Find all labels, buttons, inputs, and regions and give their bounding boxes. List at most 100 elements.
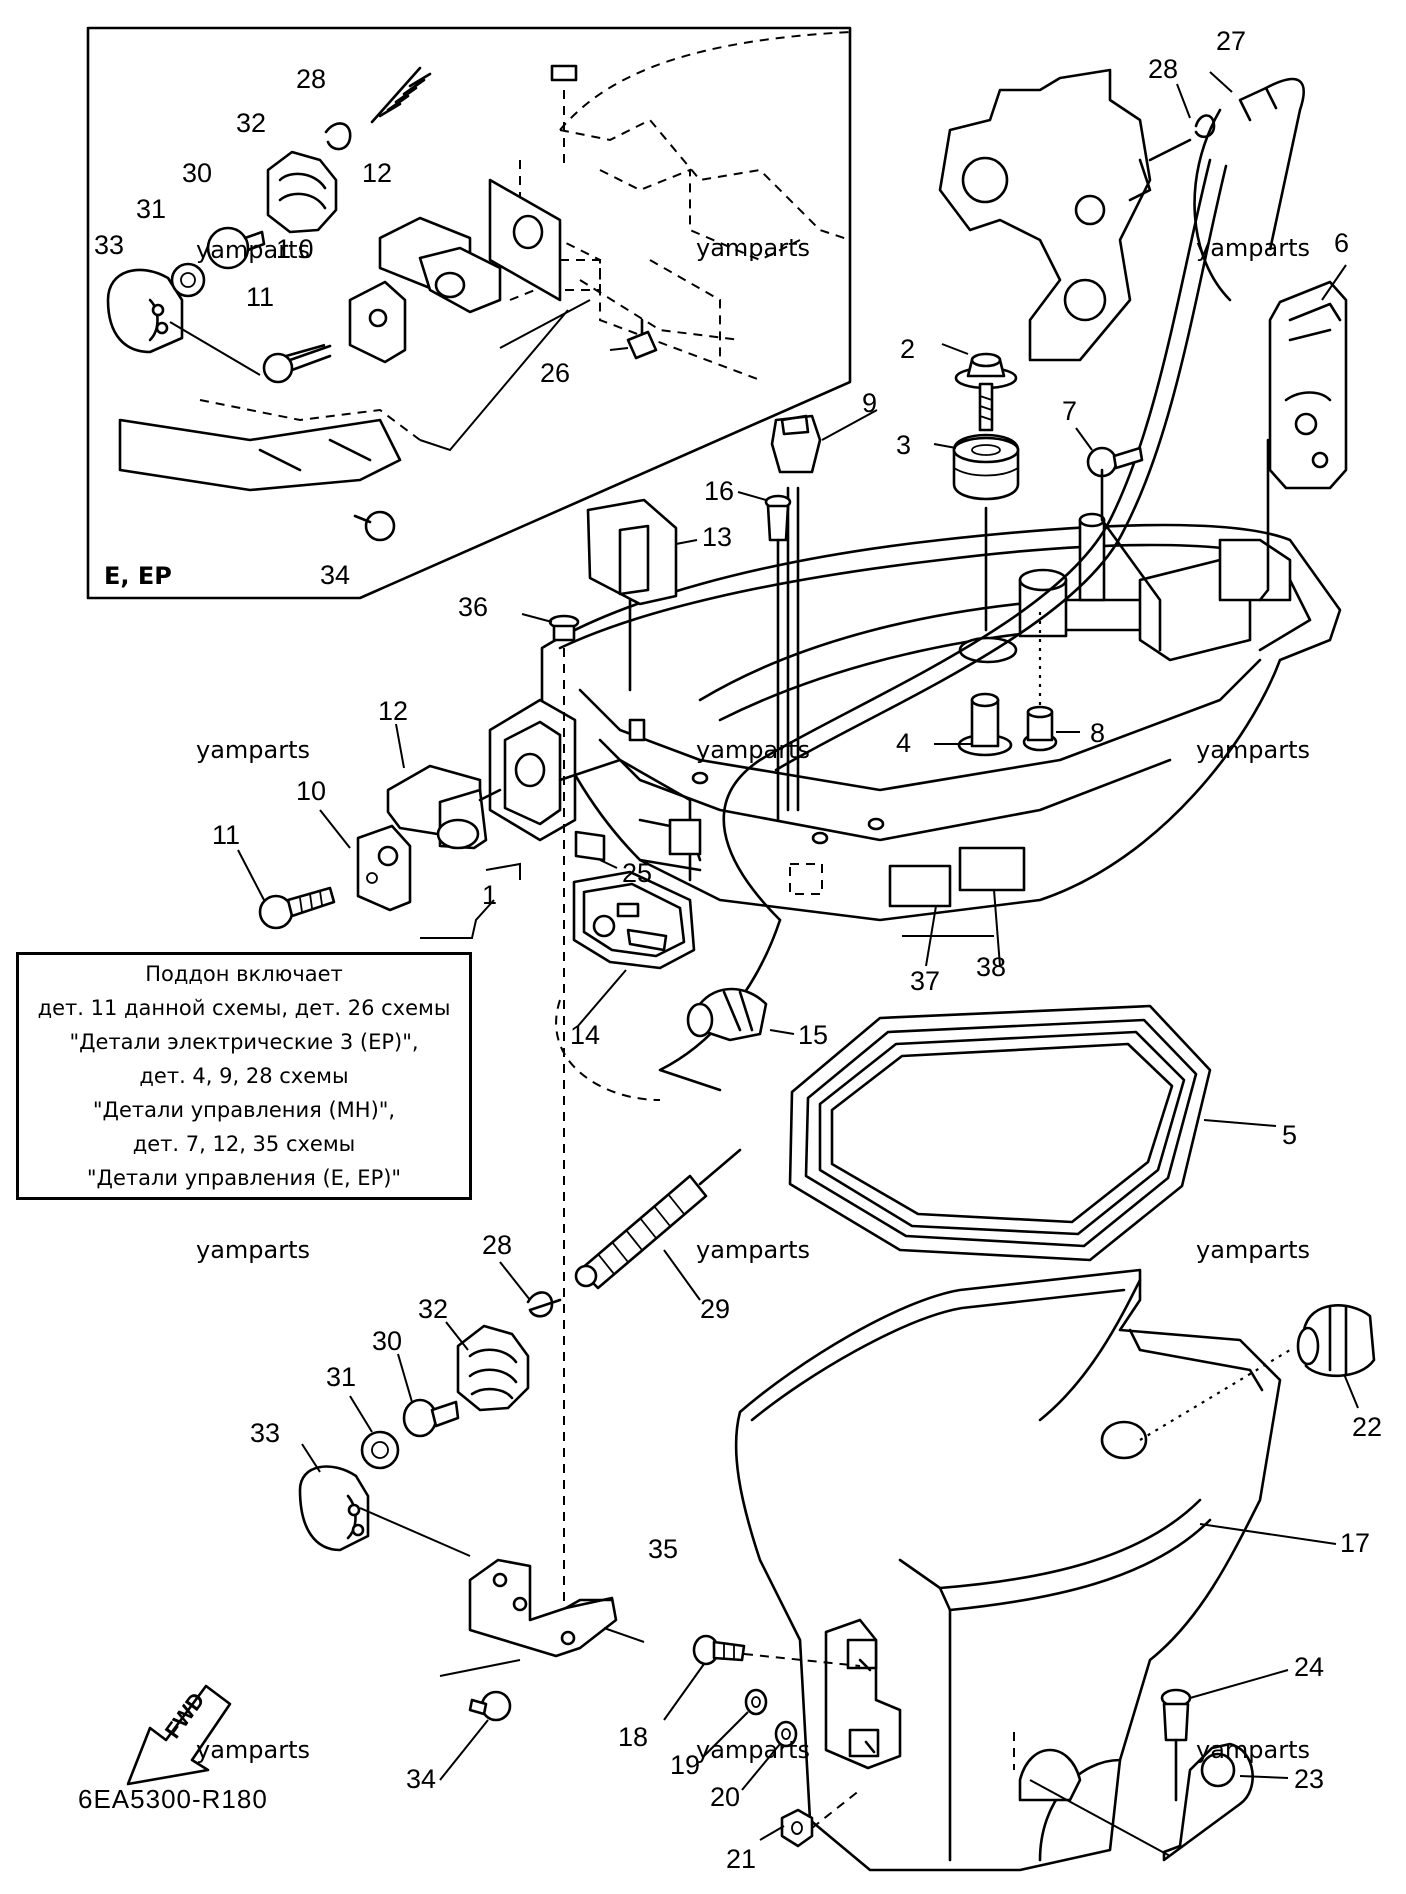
note-line: Поддон включает — [145, 962, 343, 986]
part-23-bracket — [1029, 1742, 1254, 1862]
callout-19: 19 — [670, 1750, 700, 1780]
callout-14: 14 — [570, 1020, 600, 1050]
callout-24: 24 — [1294, 1652, 1324, 1682]
part-9-cap — [770, 414, 822, 812]
inset-label: E, EP — [104, 562, 172, 590]
callout-10: 10 — [296, 776, 326, 806]
part-14-cover — [572, 870, 696, 970]
callout-i34: 34 — [320, 560, 350, 590]
part-10-plate — [356, 824, 412, 912]
part-15-grommet — [686, 987, 768, 1042]
callout-38: 38 — [976, 952, 1006, 982]
callout-29: 29 — [700, 1294, 730, 1324]
callout-i12: 12 — [362, 158, 392, 188]
callout-22: 22 — [1352, 1412, 1382, 1442]
callout-26: 26 — [540, 358, 570, 388]
note-line: дет. 7, 12, 35 схемы — [132, 1132, 356, 1156]
watermark: yamparts — [696, 736, 810, 764]
part-3-grommet — [952, 433, 1020, 632]
part-32-nut — [456, 1324, 530, 1412]
watermark: yamparts — [1196, 1736, 1310, 1764]
note-line: дет. 11 данной схемы, дет. 26 схемы — [37, 996, 451, 1020]
callout-i11: 11 — [246, 282, 274, 312]
part-22-grommet — [1296, 1304, 1376, 1378]
note-line: "Детали управления (E, EP)" — [86, 1166, 402, 1190]
callout-i28: 28 — [296, 64, 326, 94]
callout-9: 9 — [862, 388, 877, 418]
part-16-plug — [764, 494, 792, 822]
callout-1: 1 — [482, 880, 497, 910]
part-24-screw — [1160, 1688, 1192, 1802]
part-34-bolt — [468, 1690, 512, 1722]
callout-36: 36 — [458, 592, 488, 622]
part-19-washer — [744, 1688, 768, 1716]
part-6-bracket — [1258, 280, 1348, 602]
callout-35: 35 — [648, 1534, 678, 1564]
part-5-gasket — [788, 1004, 1212, 1262]
callout-6: 6 — [1334, 228, 1349, 258]
callout-5: 5 — [1282, 1120, 1297, 1150]
callout-30: 30 — [372, 1326, 402, 1356]
callout-i10: 1 0 — [276, 234, 314, 264]
callout-13: 13 — [702, 522, 732, 552]
watermark: yamparts — [196, 1236, 310, 1264]
part-33-grommet — [298, 1465, 471, 1557]
fwd-arrow: FWD — [126, 1684, 232, 1786]
part-12-bracket — [386, 764, 502, 850]
note-box: Поддон включает дет. 11 данной схемы, де… — [16, 952, 472, 1200]
callout-18: 18 — [618, 1722, 648, 1752]
callout-17: 17 — [1340, 1528, 1370, 1558]
callout-i32: 32 — [236, 108, 266, 138]
part-21-nut — [780, 1808, 814, 1848]
watermark: yamparts — [696, 234, 810, 262]
watermarks: yamparts yamparts yamparts yamparts yamp… — [196, 234, 1310, 1764]
callout-32: 32 — [418, 1294, 448, 1324]
callout-15: 15 — [798, 1020, 828, 1050]
inset-e-ep — [86, 26, 852, 600]
note-line: "Детали электрические 3 (EP)", — [69, 1030, 419, 1054]
callout-i33: 33 — [94, 230, 124, 260]
callout-labels: 28 32 12 30 31 33 1 0 11 34 E, EP 27 28 … — [94, 26, 1382, 1874]
note-line: дет. 4, 9, 28 схемы — [139, 1064, 349, 1088]
callout-3: 3 — [896, 430, 911, 460]
part-8-fitting — [1022, 612, 1058, 752]
callout-20: 20 — [710, 1782, 740, 1812]
leader-lines — [237, 71, 1359, 1841]
diagram-code: 6EA5300-R180 — [78, 1784, 268, 1814]
watermark: yamparts — [696, 1236, 810, 1264]
callout-28: 28 — [1148, 54, 1178, 84]
callout-37: 37 — [910, 966, 940, 996]
callout-33: 33 — [250, 1418, 280, 1448]
watermark: yamparts — [696, 1736, 810, 1764]
part-18-bolt — [692, 1634, 746, 1666]
callout-31: 31 — [326, 1362, 356, 1392]
callout-27: 27 — [1216, 26, 1246, 56]
callout-i30: 30 — [182, 158, 212, 188]
watermark: yamparts — [196, 236, 310, 264]
callout-8: 8 — [1090, 718, 1105, 748]
callout-16: 16 — [704, 476, 734, 506]
part-20-washer — [774, 1720, 798, 1748]
bottom-cowling — [488, 512, 1342, 922]
part-28-clip — [526, 1291, 562, 1318]
watermark: yamparts — [1196, 736, 1310, 764]
watermark: yamparts — [1196, 1236, 1310, 1264]
part-30-washer — [402, 1398, 460, 1438]
callout-i31: 31 — [136, 194, 166, 224]
part-13-holder — [586, 498, 678, 692]
callout-4: 4 — [896, 728, 911, 758]
part-7-screw — [1086, 446, 1162, 652]
callout-23: 23 — [1294, 1764, 1324, 1794]
watermark: yamparts — [196, 736, 310, 764]
callout-34: 34 — [406, 1764, 436, 1794]
callout-11: 11 — [212, 820, 240, 850]
callout-28b: 28 — [482, 1230, 512, 1260]
part-36-bolt — [548, 614, 580, 1620]
part-31-ring — [360, 1430, 400, 1470]
callout-25: 25 — [622, 858, 652, 888]
callout-21: 21 — [726, 1844, 756, 1874]
watermark: yamparts — [1196, 234, 1310, 262]
note-line: "Детали управления (MH)", — [92, 1098, 396, 1122]
part-29-spring — [574, 1148, 742, 1290]
part-35-bracket — [439, 1558, 618, 1677]
